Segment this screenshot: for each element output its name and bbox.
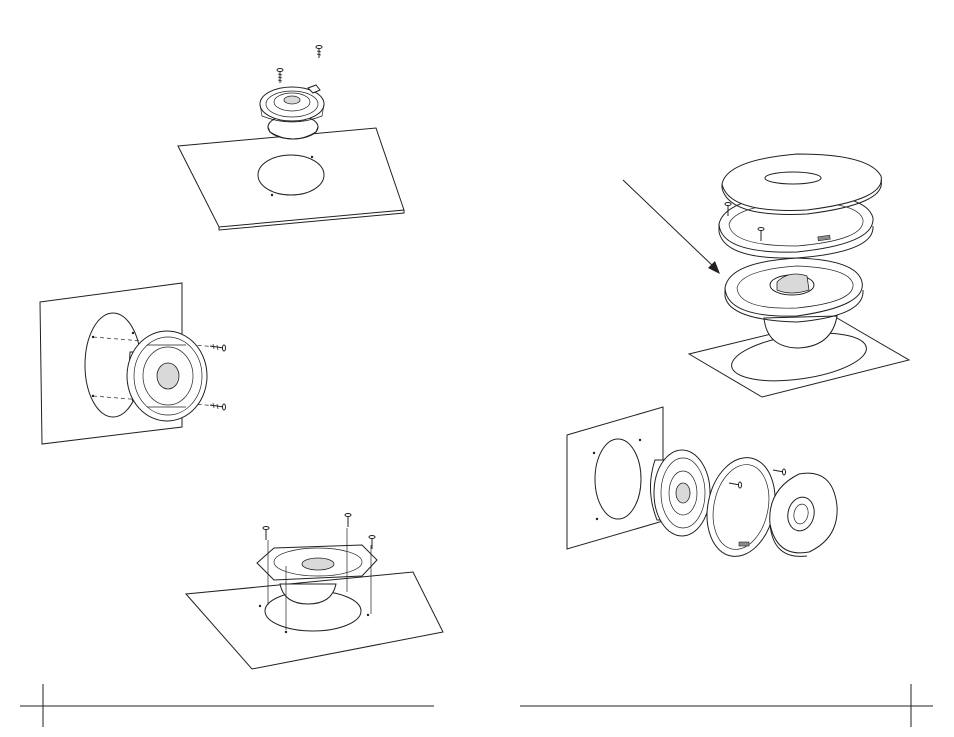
panel-screw-hole (271, 194, 273, 196)
figure-component-side-mount (40, 283, 226, 444)
right-page-illustrations (477, 0, 954, 737)
screw (277, 69, 283, 84)
left-page (0, 0, 477, 737)
screw (369, 536, 375, 550)
crop-marks (520, 684, 933, 727)
speaker-dust-cap (157, 363, 179, 389)
screw (345, 514, 351, 528)
door-panel (567, 407, 663, 549)
speaker-dust-cap (302, 558, 334, 570)
direction-arrow (623, 180, 720, 274)
mounting-panel (178, 128, 404, 227)
tweeter (284, 96, 300, 104)
figure-component-ring-grille (567, 407, 837, 563)
speaker-dust-cap (676, 483, 690, 503)
crop-marks (20, 684, 434, 727)
right-page (477, 0, 954, 737)
screw (316, 46, 322, 59)
screw (210, 403, 226, 410)
screw (263, 527, 269, 541)
trim-ring-logo (739, 542, 749, 546)
panel-screw-hole (311, 156, 313, 158)
screw (773, 469, 786, 475)
figure-coaxial-top-mount (178, 46, 404, 231)
speaker-grille (770, 473, 837, 553)
screw (210, 344, 226, 351)
figure-oval-grille-exploded (623, 154, 909, 397)
figure-oval-top-mount (186, 514, 443, 670)
left-page-illustrations (0, 0, 477, 737)
